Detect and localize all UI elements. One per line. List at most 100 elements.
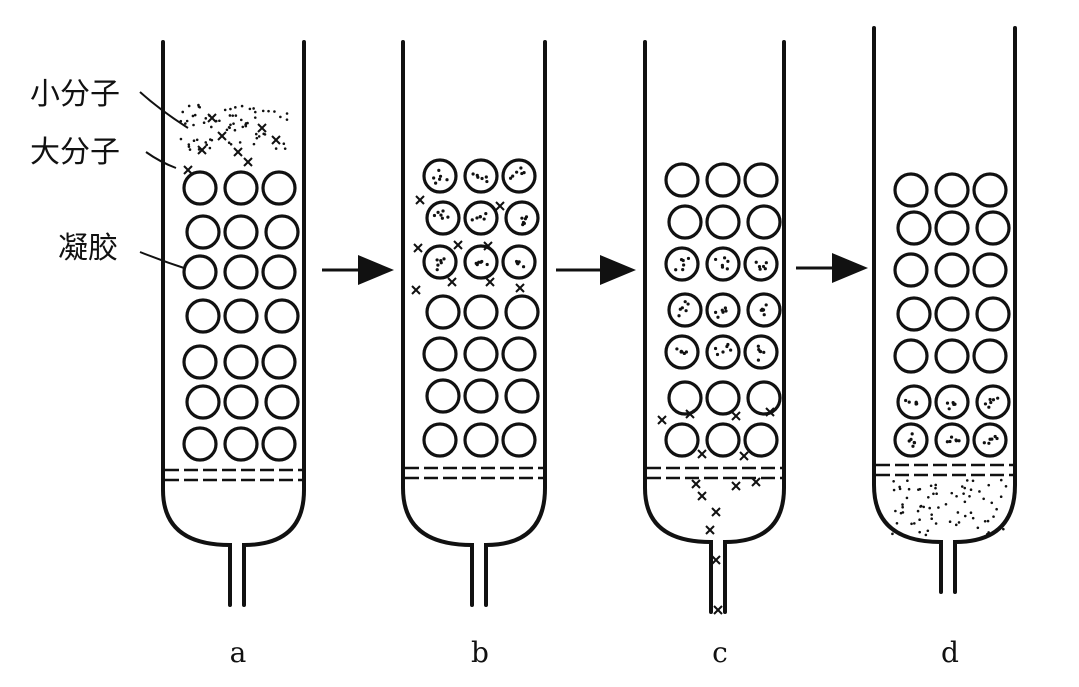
small-molecule-dot	[926, 529, 930, 533]
small-molecule-dot	[915, 402, 919, 406]
small-molecule-dot	[996, 396, 1000, 400]
gel-bead	[664, 422, 700, 458]
small-molecule-dot	[909, 437, 913, 442]
small-molecule-dot	[686, 256, 691, 261]
small-molecule-dot	[714, 310, 718, 315]
large-molecule-mark	[243, 157, 253, 167]
label-small-molecule: 小分子	[30, 77, 120, 112]
column-label-d: d	[941, 636, 959, 669]
small-molecule-dot	[963, 486, 967, 490]
small-molecule-dot	[901, 503, 904, 506]
small-molecule-dot	[986, 519, 990, 523]
small-molecule-dot	[722, 256, 727, 260]
small-molecule-dot	[918, 530, 921, 534]
small-molecule-dot	[519, 166, 523, 170]
small-molecule-dot	[239, 118, 243, 122]
small-molecule-dot	[894, 509, 897, 513]
small-molecule-dot	[436, 263, 440, 267]
gel-bead	[261, 254, 297, 290]
small-molecule-dot	[764, 261, 768, 265]
small-molecule-dot	[445, 178, 449, 182]
small-molecule-dot	[895, 522, 899, 525]
small-molecule-dot	[929, 484, 933, 488]
small-molecule-dot	[484, 175, 488, 179]
small-molecule-dot	[255, 136, 259, 140]
small-molecule-dot	[910, 432, 914, 436]
small-molecule-dot	[987, 483, 991, 487]
small-molecule-dot	[891, 532, 894, 536]
small-molecule-dot	[686, 302, 690, 306]
small-molecule-dot	[179, 119, 183, 123]
large-molecule-mark	[765, 407, 775, 417]
gel-bead	[501, 422, 537, 458]
gel-bead	[705, 162, 741, 198]
small-molecule-dot	[904, 398, 908, 403]
small-molecule-dot	[978, 490, 981, 493]
gel-bead	[972, 172, 1008, 208]
gel-bead	[934, 296, 970, 332]
large-molecule-mark	[711, 555, 721, 565]
small-molecule-dot	[969, 511, 973, 515]
small-molecule-dot	[470, 218, 474, 222]
small-molecule-dot	[446, 215, 450, 219]
small-molecule-dot	[723, 306, 727, 310]
small-molecule-dot	[434, 181, 438, 185]
small-molecule-dot	[761, 264, 766, 269]
small-molecule-dot	[944, 502, 948, 506]
small-molecule-dot	[906, 479, 909, 483]
small-molecule-dot	[995, 507, 998, 511]
small-molecule-dot	[480, 176, 484, 181]
small-molecule-dot	[992, 515, 995, 518]
small-molecule-dot	[764, 303, 768, 307]
small-molecule-dot	[892, 488, 896, 492]
small-molecule-dot	[267, 109, 270, 113]
small-molecule-dot	[231, 114, 235, 117]
small-molecule-dot	[953, 402, 957, 406]
small-molecule-dot	[756, 344, 760, 348]
small-molecule-dot	[963, 514, 967, 518]
gel-bead	[975, 210, 1011, 246]
small-molecule-dot	[184, 122, 187, 125]
small-molecule-dot	[945, 440, 949, 444]
small-molecule-dot	[963, 500, 967, 504]
small-molecule-dot	[729, 348, 733, 352]
small-molecule-dot	[197, 103, 200, 107]
small-molecule-dot	[987, 531, 990, 534]
small-molecule-dot	[432, 176, 436, 180]
small-molecule-dot	[948, 439, 952, 444]
gel-bead	[746, 204, 782, 240]
small-molecule-dot	[990, 501, 994, 505]
small-molecule-dot	[283, 147, 287, 150]
small-molecule-dot	[227, 126, 231, 129]
small-molecule-dot	[279, 115, 282, 119]
large-molecule-mark	[415, 195, 425, 205]
gel-bead	[896, 210, 932, 246]
small-molecule-dot	[913, 522, 916, 525]
gel-bead	[264, 384, 300, 420]
small-molecule-dot	[485, 262, 489, 267]
small-molecule-dot	[285, 118, 289, 121]
small-molecule-dot	[187, 145, 191, 148]
small-molecule-dot	[919, 505, 922, 508]
gel-bead	[746, 380, 782, 416]
gel-bead	[261, 344, 297, 380]
small-molecule-dot	[681, 258, 685, 263]
large-molecule-mark	[705, 525, 715, 535]
small-molecule-dot	[930, 513, 933, 516]
small-molecule-dot	[261, 109, 265, 113]
small-molecule-dot	[480, 259, 484, 264]
small-molecule-dot	[1004, 485, 1008, 488]
gel-bead	[463, 336, 499, 372]
small-molecule-dot	[684, 309, 688, 313]
small-molecule-dot	[437, 168, 441, 172]
small-molecule-dot	[208, 146, 212, 150]
small-molecule-dot	[954, 523, 958, 527]
large-molecule-mark	[197, 145, 207, 155]
small-molecule-dot	[892, 479, 895, 483]
small-molecule-dot	[520, 216, 524, 220]
gel-bead	[934, 172, 970, 208]
small-molecule-dot	[482, 217, 486, 221]
gel-bead	[182, 170, 218, 206]
small-molecule-dot	[246, 121, 249, 125]
